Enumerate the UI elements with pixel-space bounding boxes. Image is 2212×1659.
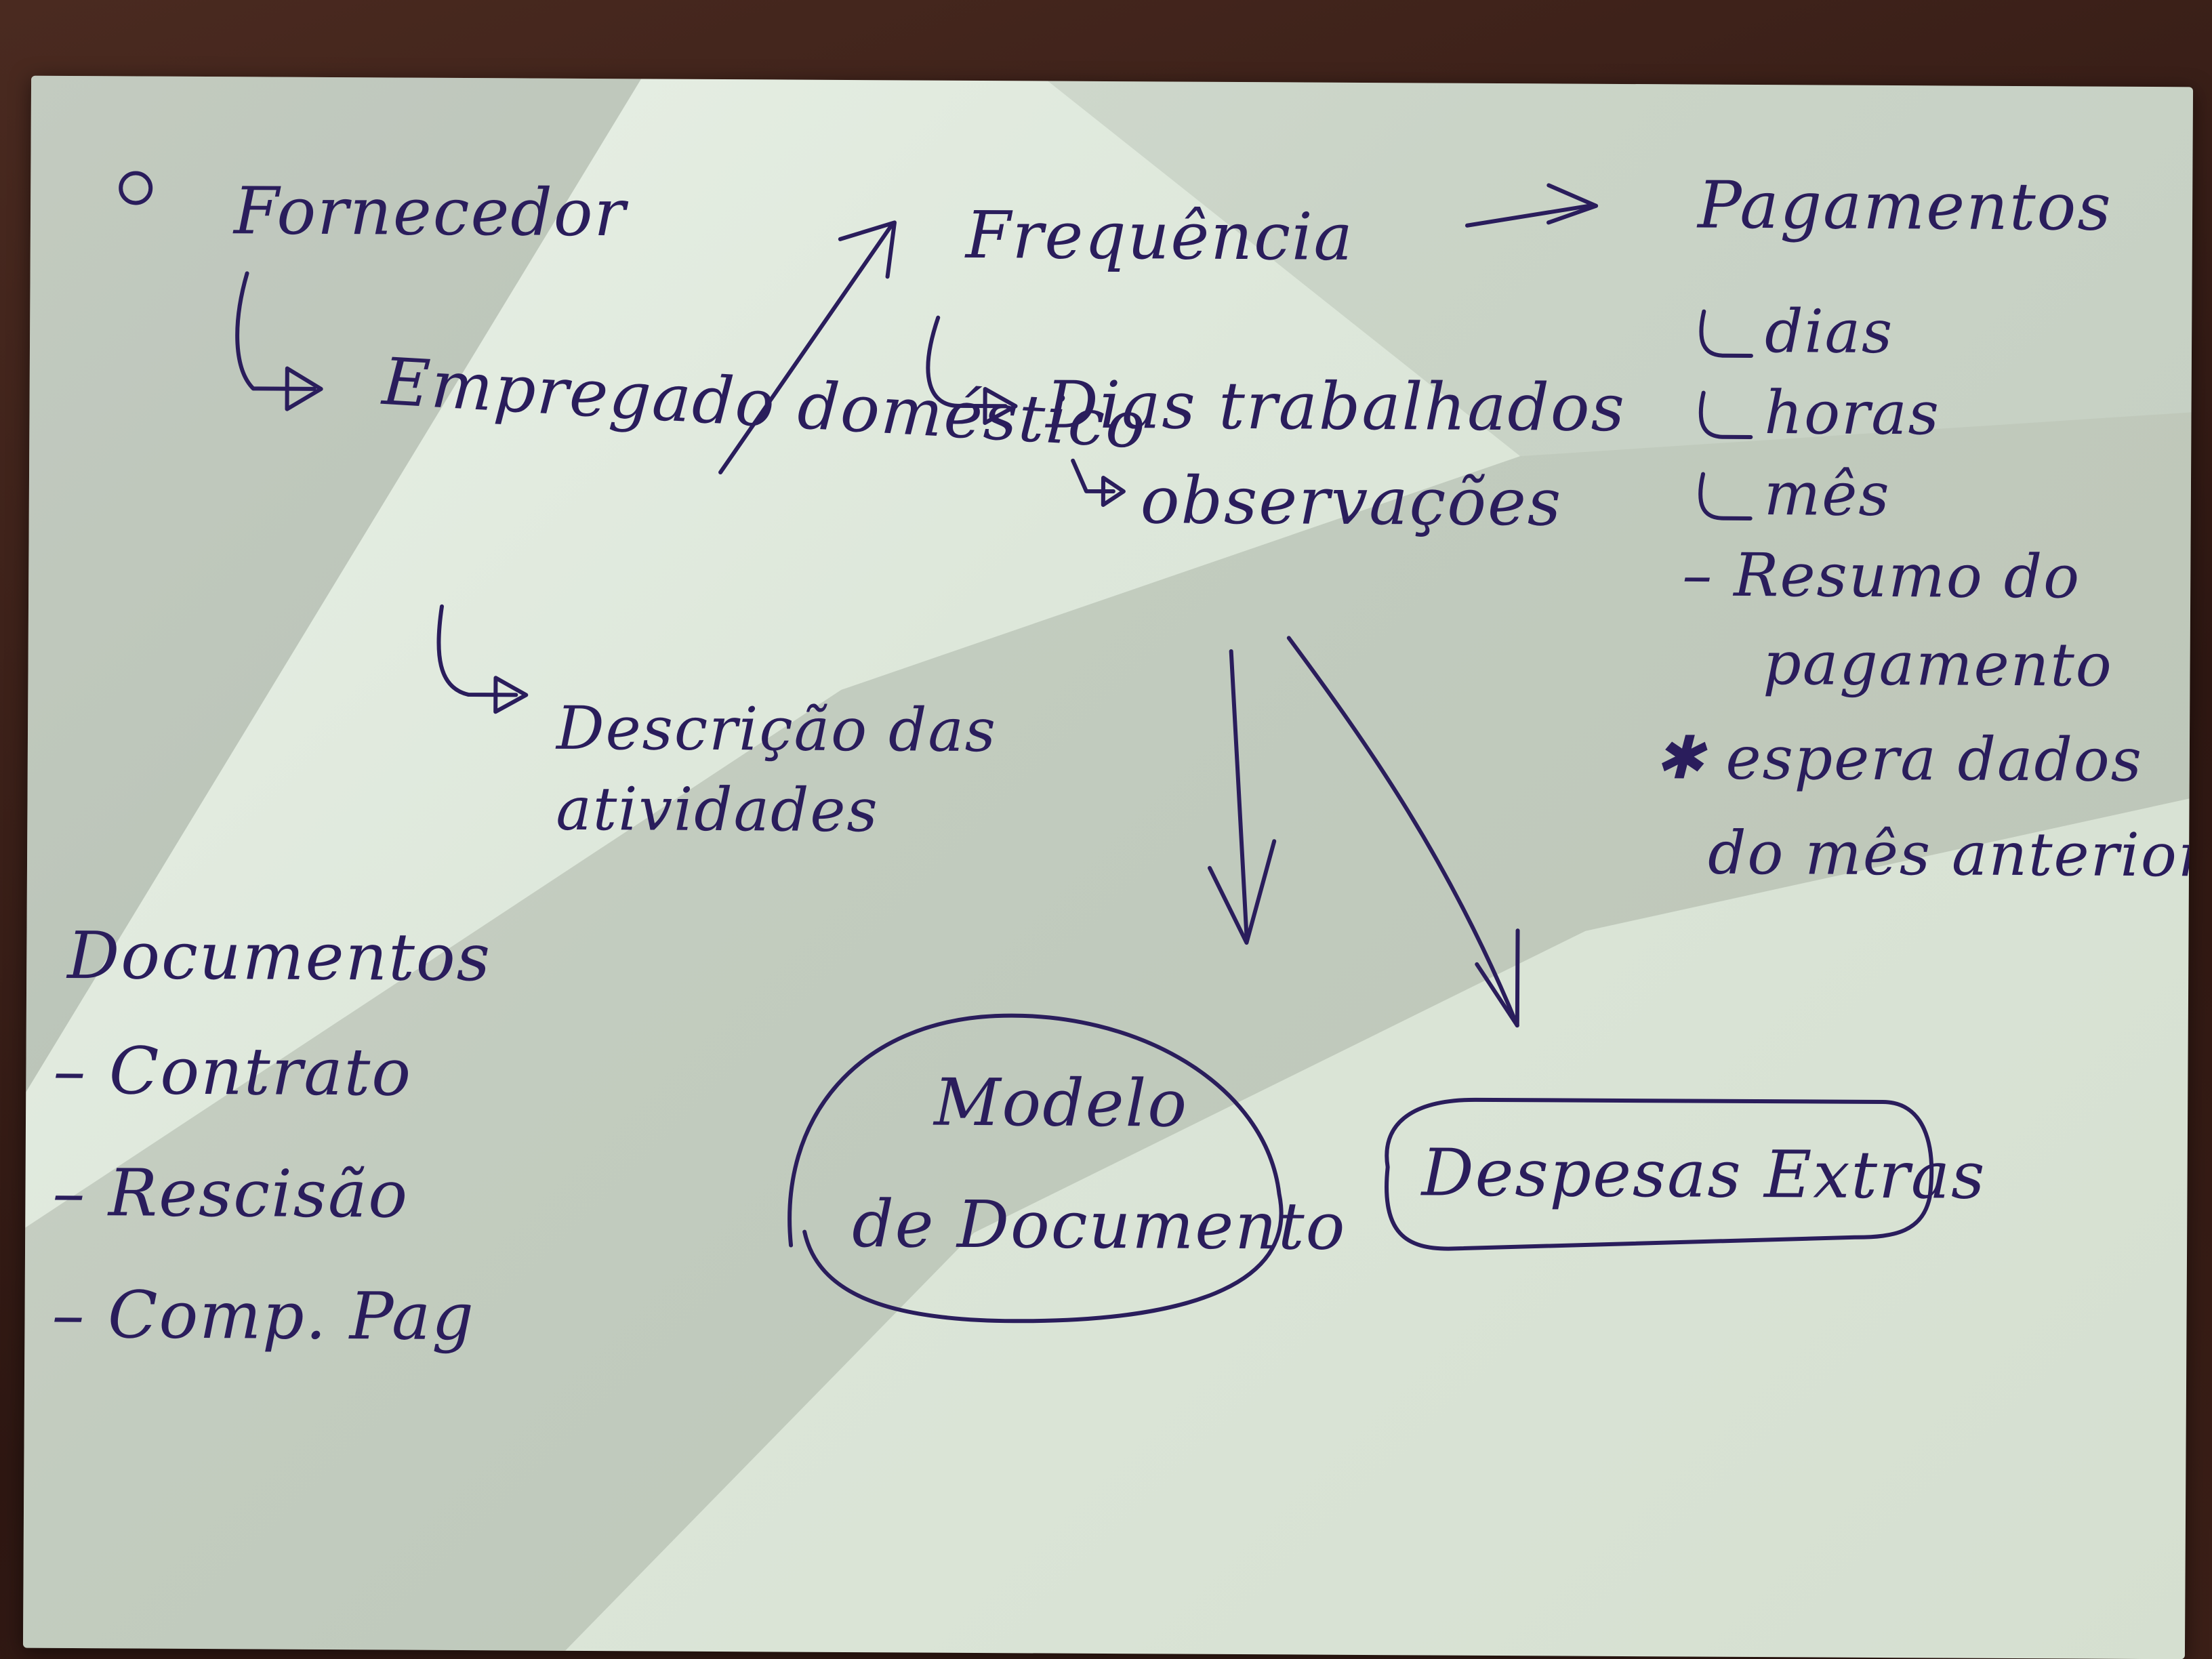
extra-expenses-label: Despesas Extras	[1421, 1134, 1986, 1214]
payment-summary-line2: pagamento	[1763, 628, 2113, 700]
documents-heading: Documentos	[67, 917, 492, 996]
paper-sheet: Fornecedor Empregado doméstico Descrição…	[22, 75, 2194, 1659]
payments-heading: Pagamentos	[1697, 167, 2112, 245]
model-oval	[787, 1013, 1284, 1324]
observations-label: observações	[1140, 462, 1563, 541]
previous-month-line1: ✱ espera dados	[1654, 722, 2144, 795]
previous-month-line2: do mês anterior	[1707, 817, 2194, 890]
domestic-employee-label: Empregado doméstico	[380, 343, 1149, 464]
model-label-line1: Modelo	[933, 1064, 1189, 1142]
payment-item-month: mês	[1763, 459, 1891, 530]
supplier-heading: Fornecedor	[233, 173, 627, 251]
hook-arrow-icon	[235, 271, 316, 391]
frequency-heading: Frequência	[965, 197, 1355, 275]
model-label-line2: de Documento	[851, 1186, 1347, 1265]
payment-item-hours: horas	[1764, 377, 1941, 449]
document-termination: – Rescisão	[52, 1154, 409, 1233]
worked-days-label: Dias trabalhados	[1046, 367, 1626, 446]
bullet-icon	[119, 171, 153, 205]
down-arrow-icon-2	[1286, 636, 1519, 1028]
document-contract: – Contrato	[53, 1032, 413, 1111]
right-arrow-icon	[1465, 203, 1592, 228]
down-arrow-icon-1	[1229, 649, 1249, 939]
activities-description: Descrição das atividades	[556, 693, 998, 846]
payment-summary-line1: – Resumo do	[1682, 539, 2081, 612]
payment-item-days: dias	[1764, 296, 1894, 367]
document-payment-receipt: – Comp. Pag	[52, 1276, 476, 1355]
hook-arrow-icon-2	[436, 604, 518, 697]
